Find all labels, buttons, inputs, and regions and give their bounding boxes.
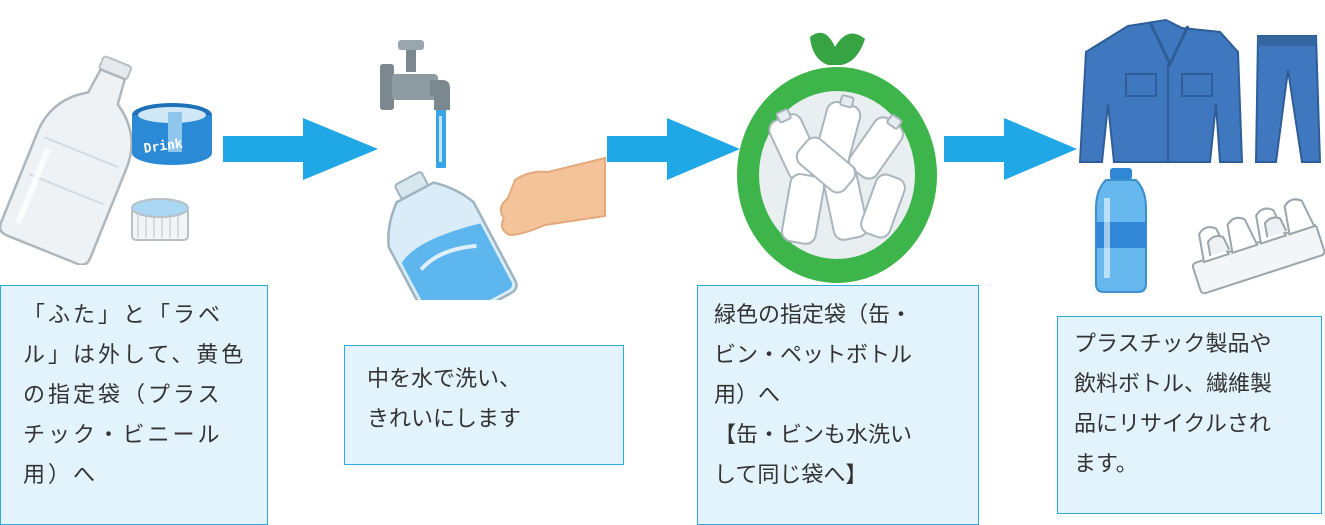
svg-text:Drink: Drink bbox=[143, 136, 184, 156]
arrow-right-icon bbox=[607, 118, 740, 180]
step2-textbox: 中を水で洗い、 きれいにします bbox=[344, 345, 624, 465]
step4-line: プラスチック製品や bbox=[1074, 332, 1272, 357]
step4-line: ます。 bbox=[1074, 452, 1138, 477]
step4-line: 飲料ボトル、繊維製 bbox=[1074, 372, 1273, 397]
step1-line: の指定袋（プラス bbox=[23, 383, 223, 408]
step2-line: 中を水で洗い、 bbox=[367, 367, 522, 392]
arrow-right-icon bbox=[944, 118, 1077, 180]
step4-line: 品にリサイクルされ bbox=[1074, 412, 1271, 437]
step3-line: 用）へ bbox=[714, 383, 781, 408]
step3-line: ビン・ペットボトル bbox=[714, 343, 913, 368]
arrow-right-icon bbox=[223, 118, 378, 180]
step3-line: 緑色の指定袋（缶・ bbox=[714, 303, 913, 328]
recycled-products-icon bbox=[1078, 18, 1325, 295]
step1-line: 「ふた」と「ラベ bbox=[23, 303, 224, 328]
faucet-washing-bottle-icon bbox=[380, 40, 606, 300]
step3-textbox: 緑色の指定袋（缶・ ビン・ペットボトル 用）へ 【缶・ビンも水洗い して同じ袋へ… bbox=[697, 285, 979, 525]
step2-line: きれいにします bbox=[367, 407, 522, 432]
step1-line: チック・ビニール bbox=[23, 423, 223, 448]
step3-line: 【缶・ビンも水洗い bbox=[714, 423, 913, 448]
bottle-cap-label-icon: Drink bbox=[0, 55, 212, 265]
step1-line: ル」は外して、黄色 bbox=[23, 343, 247, 368]
step3-line: して同じ袋へ】 bbox=[714, 463, 868, 488]
green-bag-bottles-icon bbox=[737, 32, 937, 283]
step4-textbox: プラスチック製品や 飲料ボトル、繊維製 品にリサイクルされ ます。 bbox=[1057, 316, 1322, 514]
step1-textbox: 「ふた」と「ラベ ル」は外して、黄色 の指定袋（プラス チック・ビニール 用）へ bbox=[0, 285, 268, 525]
step1-line: 用）へ bbox=[23, 463, 99, 488]
